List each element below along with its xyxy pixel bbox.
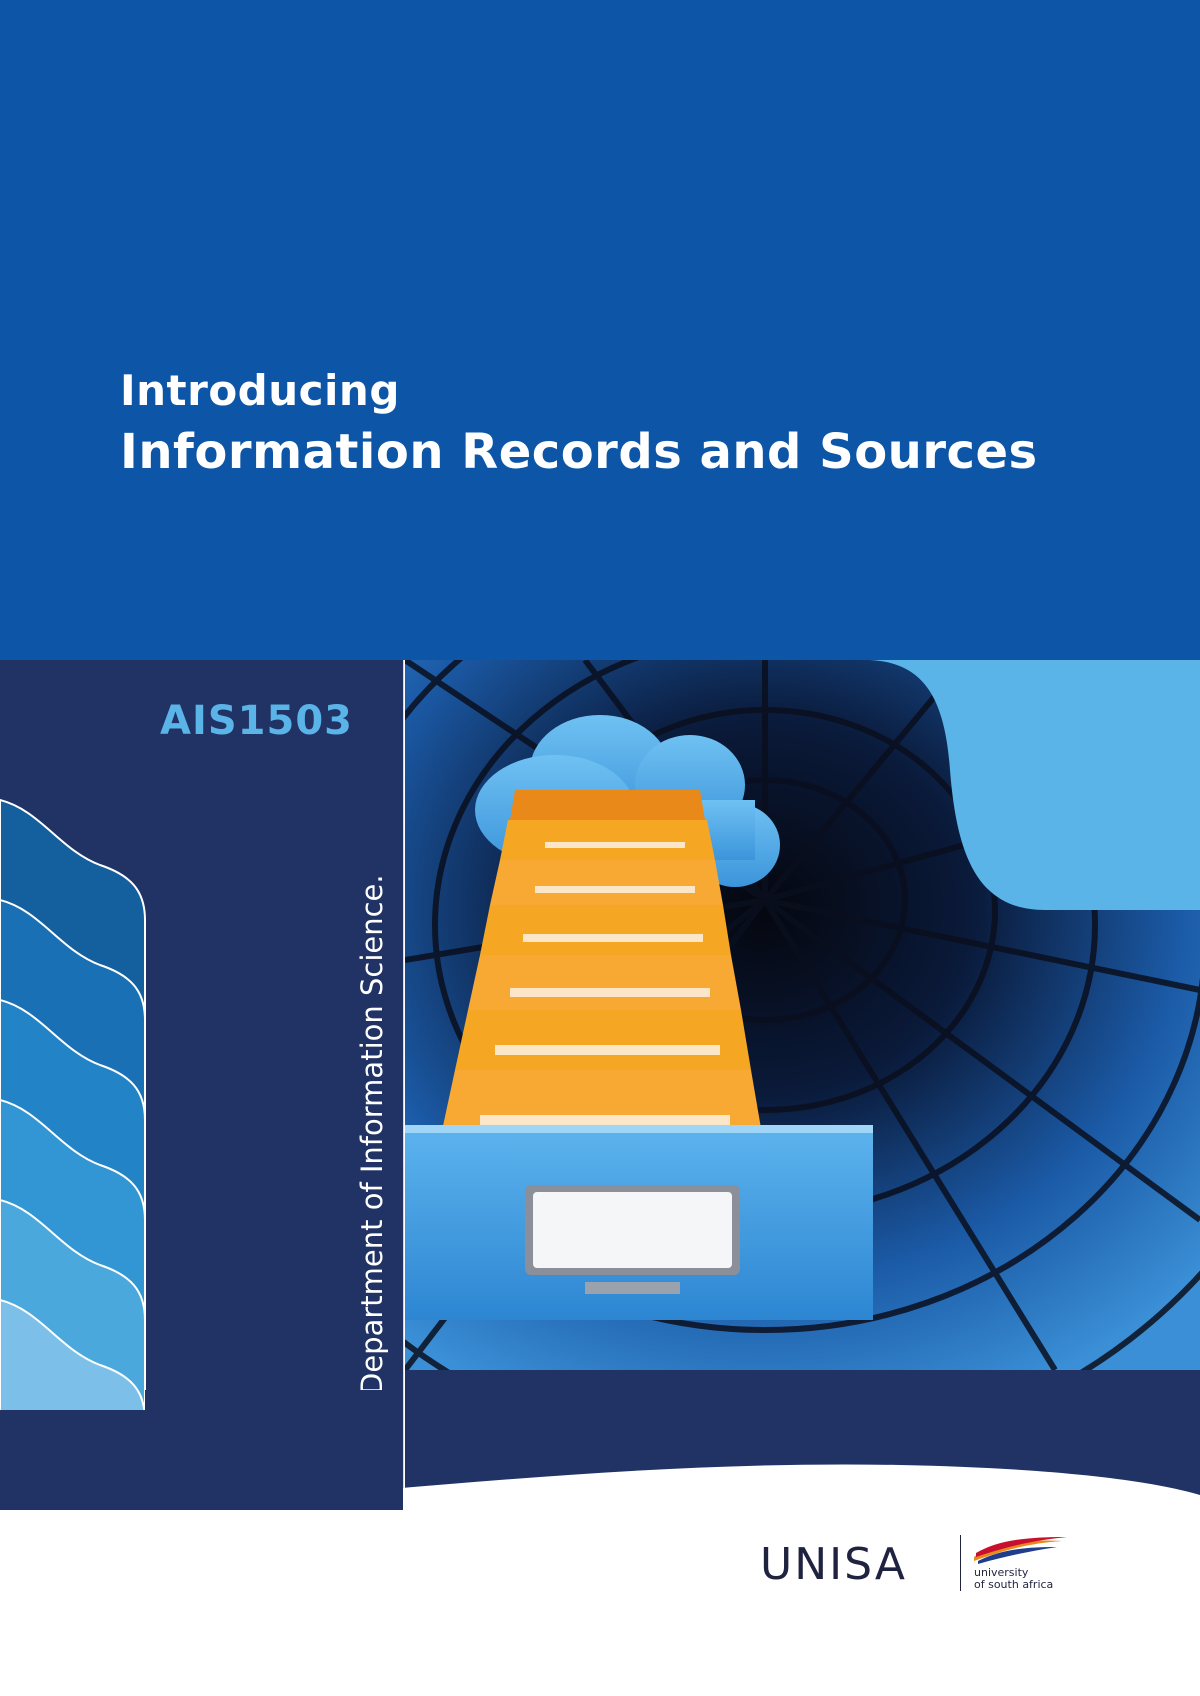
title-banner [0,0,1200,660]
folder-stack [440,790,763,1140]
wave-stripes [0,798,160,1510]
logo-flame-icon [974,1537,1067,1564]
title-line-2: Information Records and Sources [120,424,1038,480]
department-label: Department of Information Science. [355,874,389,1395]
unisa-logo: UNISA university of south africa [760,1535,1070,1595]
file-drawer-icon [405,1125,873,1320]
bottom-wave [0,1370,1200,1610]
logo-wordmark: UNISA [760,1539,907,1590]
left-panel-base [145,1390,403,1510]
panel-divider [403,660,405,1510]
accent-wave [805,660,1200,910]
cover-illustration [405,660,1200,1370]
logo-subtitle-line-1: university [974,1566,1029,1579]
logo-separator [960,1535,961,1591]
title-line-1: Introducing [120,366,400,415]
course-code: AIS1503 [160,698,353,744]
logo-subtitle-line-2: of south africa [974,1578,1054,1591]
title-block: Introducing Information Records and Sour… [120,365,1038,483]
